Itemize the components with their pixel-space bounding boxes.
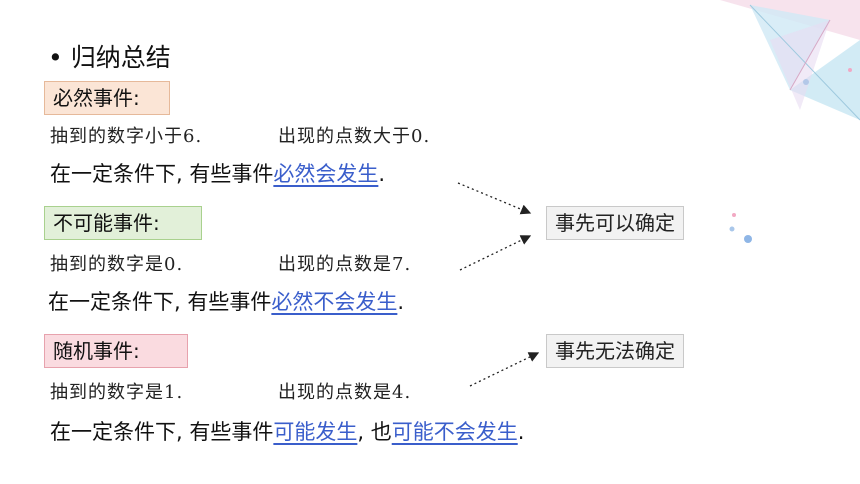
keyword-may-not-happen: 可能不会发生 [391,420,518,444]
example-dice: 出现的点数是4. [278,382,412,403]
keyword-certain: 必然会发生 [273,162,379,186]
arrow-impossible-to-determinable [459,235,532,271]
box-determinable: 事先可以确定 [546,206,684,240]
summary-random: 在一定条件下, 有些事件可能发生, 也可能不会发生. [50,420,525,444]
decorative-dots [729,213,752,243]
summary-impossible: 在一定条件下, 有些事件必然不会发生. [48,290,405,314]
tag-certain-event: 必然事件: [44,81,170,115]
example-dice: 出现的点数大于0. [278,126,431,147]
tag-random-event: 随机事件: [44,334,188,368]
keyword-impossible: 必然不会发生 [271,290,398,314]
example-draw: 抽到的数字小于6. [50,126,203,147]
example-dice: 出现的点数是7. [278,254,412,275]
decorative-triangles [720,0,860,121]
page-title: • 归纳总结 [48,43,171,72]
arrow-random-to-indeterminable [469,352,540,387]
box-indeterminable: 事先无法确定 [546,334,684,368]
example-draw: 抽到的数字是0. [50,254,184,275]
tag-impossible-event: 不可能事件: [44,206,202,240]
example-draw: 抽到的数字是1. [50,382,184,403]
summary-certain: 在一定条件下, 有些事件必然会发生. [50,162,386,186]
arrow-certain-to-determinable [457,182,532,215]
keyword-may-happen: 可能发生 [273,420,358,444]
